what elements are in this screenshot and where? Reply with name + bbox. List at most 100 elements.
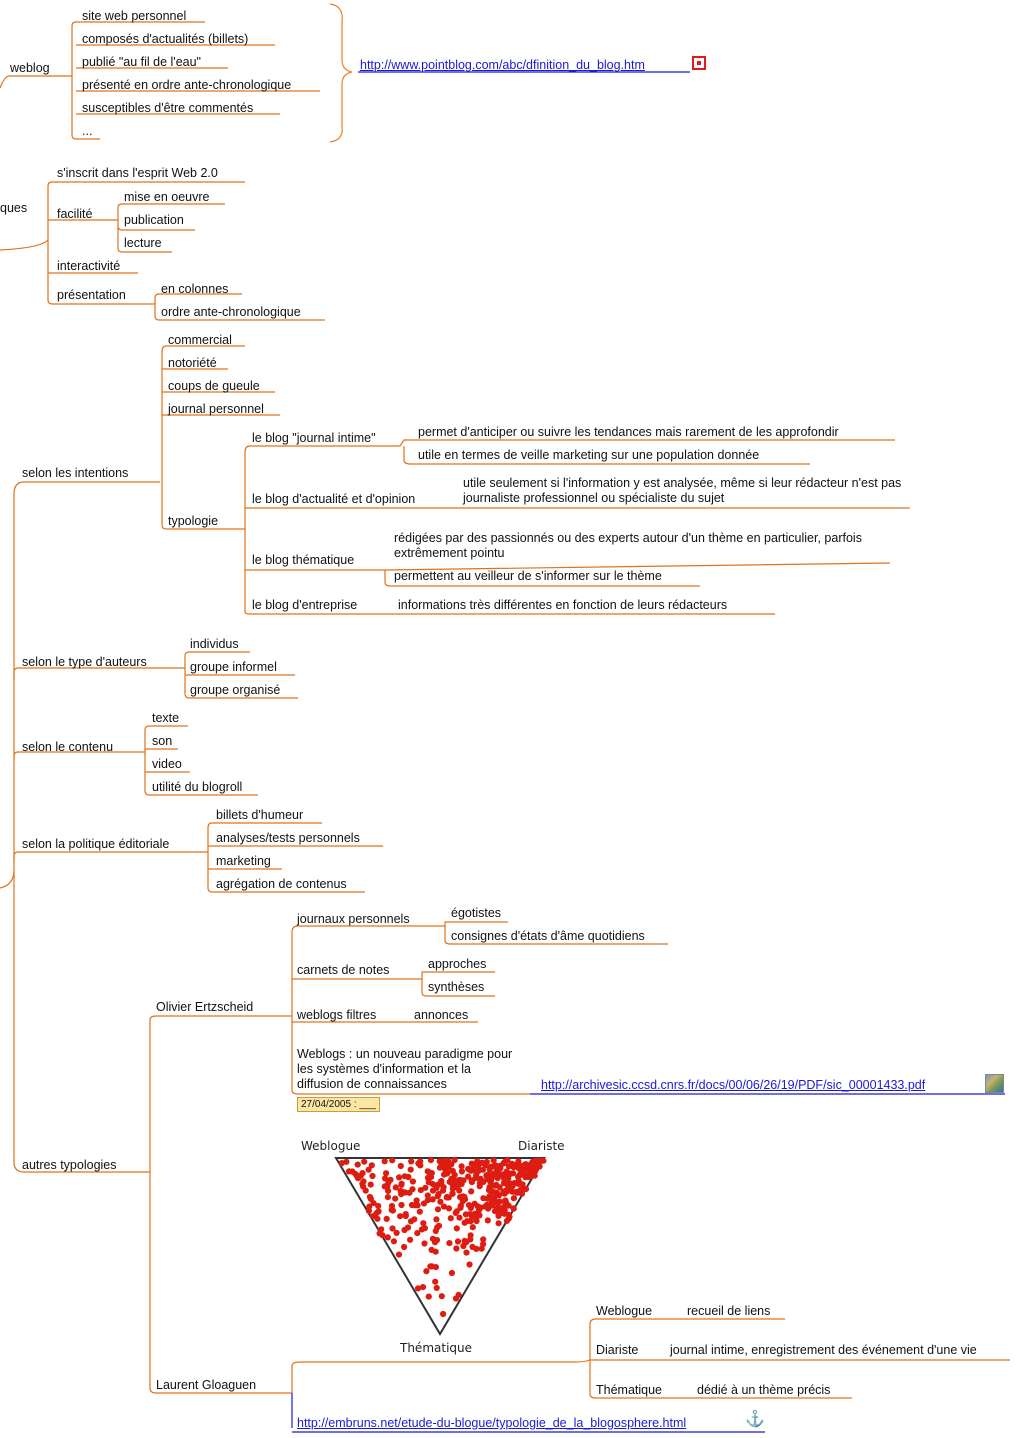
node-contenu[interactable]: selon le contenu — [22, 740, 114, 754]
triangle-dot — [383, 1170, 390, 1177]
contenu-item[interactable]: texte — [152, 711, 180, 725]
journal-item[interactable]: utile en termes de veille marketing sur … — [418, 448, 760, 462]
journaux-item[interactable]: consignes d'états d'âme quotidiens — [451, 929, 645, 943]
politique-item[interactable]: billets d'humeur — [216, 808, 304, 822]
contenu-item[interactable]: son — [152, 734, 173, 748]
triangle-dot — [468, 1179, 475, 1186]
triangle-dot — [467, 1218, 474, 1225]
triangle-dot — [448, 1269, 455, 1277]
node-thematique[interactable]: Thématique — [596, 1383, 663, 1397]
facilite-item[interactable]: mise en oeuvre — [124, 190, 210, 204]
weblog-item[interactable]: ... — [82, 124, 93, 138]
anchor-icon[interactable]: ⚓ — [745, 1411, 765, 1428]
triangle-dot — [369, 1172, 376, 1180]
thematique-text[interactable]: rédigées par des passionnés ou des exper… — [394, 531, 862, 560]
auteur-item[interactable]: groupe organisé — [190, 683, 281, 697]
triangle-dot — [429, 1187, 437, 1194]
politique-item[interactable]: marketing — [216, 854, 271, 868]
node-blog-journal[interactable]: le blog "journal intime" — [252, 431, 376, 445]
node-facilite[interactable]: facilité — [57, 207, 93, 221]
triangle-dot — [447, 1215, 454, 1222]
triangle-dot — [375, 1202, 382, 1210]
contenu-item[interactable]: utilité du blogroll — [152, 780, 243, 794]
weblog-item[interactable]: présenté en ordre ante-chronologique — [82, 78, 292, 92]
weblog-item[interactable]: publié "au fil de l'eau" — [82, 55, 201, 69]
auteur-item[interactable]: groupe informel — [190, 660, 277, 674]
node-web20[interactable]: s'inscrit dans l'esprit Web 2.0 — [57, 166, 218, 180]
thematique-text[interactable]: permettent au veilleur de s'informer sur… — [394, 569, 662, 583]
triangle-dot — [508, 1170, 515, 1177]
triangle-dot — [395, 1251, 403, 1258]
journaux-item[interactable]: égotistes — [451, 906, 502, 920]
triangle-dot — [526, 1170, 533, 1177]
presentation-item[interactable]: ordre ante-chronologique — [161, 305, 301, 319]
intention-item[interactable]: coups de gueule — [168, 379, 260, 393]
node-auteurs[interactable]: selon le type d'auteurs — [22, 655, 147, 669]
node-interactivite[interactable]: interactivité — [57, 259, 121, 273]
node-caracteristiques[interactable]: ques — [0, 201, 28, 215]
carnets-item[interactable]: synthèses — [428, 980, 485, 994]
date-badge[interactable]: 27/04/2005 : ___ — [297, 1097, 381, 1112]
node-typologie[interactable]: typologie — [168, 514, 219, 528]
triangle-dot — [378, 1226, 385, 1233]
node-diariste[interactable]: Diariste — [596, 1343, 639, 1357]
gloaguen-link[interactable]: http://embruns.net/etude-du-blogue/typol… — [297, 1416, 687, 1430]
entreprise-text[interactable]: informations très différentes en fonctio… — [398, 598, 728, 612]
triangle-dot — [456, 1214, 463, 1221]
triangle-dot — [515, 1173, 522, 1180]
weblog-item[interactable]: susceptibles d'être commentés — [82, 101, 254, 115]
triangle-dot — [366, 1203, 373, 1210]
actualite-text[interactable]: utile seulement si l'information y est a… — [463, 476, 902, 505]
node-blog-actualite[interactable]: le blog d'actualité et d'opinion — [252, 492, 416, 506]
triangle-dot — [427, 1157, 434, 1164]
auteur-item[interactable]: individus — [190, 637, 239, 651]
node-weblog[interactable]: weblog — [10, 61, 50, 75]
contenu-item[interactable]: video — [152, 757, 182, 771]
node-gloaguen[interactable]: Laurent Gloaguen — [156, 1378, 257, 1392]
node-intentions[interactable]: selon les intentions — [22, 466, 129, 480]
triangle-dot — [452, 1209, 459, 1216]
weblogue-text[interactable]: recueil de liens — [687, 1304, 771, 1318]
facilite-item[interactable]: lecture — [124, 236, 162, 250]
node-carnets[interactable]: carnets de notes — [297, 963, 390, 977]
triangle-dot — [454, 1238, 462, 1245]
node-presentation[interactable]: présentation — [57, 288, 126, 302]
node-autres[interactable]: autres typologies — [22, 1158, 117, 1172]
triangle-label-diariste: Diariste — [518, 1139, 565, 1153]
node-paradigme[interactable]: Weblogs : un nouveau paradigme pour les … — [297, 1047, 513, 1091]
triangle-dot — [420, 1220, 427, 1227]
diariste-text[interactable]: journal intime, enregistrement des événe… — [670, 1343, 977, 1357]
node-weblogue[interactable]: Weblogue — [596, 1304, 653, 1318]
carnets-item[interactable]: approches — [428, 957, 487, 971]
red-square-icon[interactable] — [692, 56, 706, 70]
weblog-item[interactable]: composés d'actualités (billets) — [82, 32, 249, 46]
node-politique[interactable]: selon la politique éditoriale — [22, 837, 170, 851]
filtres-item[interactable]: annonces — [414, 1008, 469, 1022]
weblog-link[interactable]: http://www.pointblog.com/abc/dfinition_d… — [360, 58, 645, 72]
node-filtres[interactable]: weblogs filtres — [297, 1008, 377, 1022]
intention-item[interactable]: journal personnel — [168, 402, 264, 416]
facilite-item[interactable]: publication — [124, 213, 184, 227]
weblog-item[interactable]: site web personnel — [82, 9, 187, 23]
intention-item[interactable]: notoriété — [168, 356, 217, 370]
node-ertzscheid[interactable]: Olivier Ertzscheid — [156, 1000, 254, 1014]
ertzscheid-link[interactable]: http://archivesic.ccsd.cnrs.fr/docs/00/0… — [541, 1078, 926, 1092]
intention-item[interactable]: commercial — [168, 333, 232, 347]
image-thumbnail-icon[interactable] — [985, 1074, 1004, 1093]
triangle-dot — [426, 1169, 433, 1176]
politique-item[interactable]: agrégation de contenus — [216, 877, 347, 891]
triangle-dot — [366, 1193, 374, 1201]
politique-item[interactable]: analyses/tests personnels — [216, 831, 360, 845]
triangle-dot — [432, 1278, 439, 1285]
node-blog-thematique[interactable]: le blog thématique — [252, 553, 355, 567]
journal-item[interactable]: permet d'anticiper ou suivre les tendanc… — [418, 425, 839, 439]
node-blog-entreprise[interactable]: le blog d'entreprise — [252, 598, 358, 612]
thematique-def-text[interactable]: dédié à un thème précis — [697, 1383, 831, 1397]
triangle-dot — [518, 1190, 525, 1197]
triangle-dot — [405, 1173, 412, 1181]
triangle-dot — [398, 1181, 405, 1188]
presentation-item[interactable]: en colonnes — [161, 282, 229, 296]
node-journaux[interactable]: journaux personnels — [297, 912, 410, 926]
triangle-dot — [478, 1245, 485, 1252]
triangle-dot — [433, 1284, 440, 1291]
